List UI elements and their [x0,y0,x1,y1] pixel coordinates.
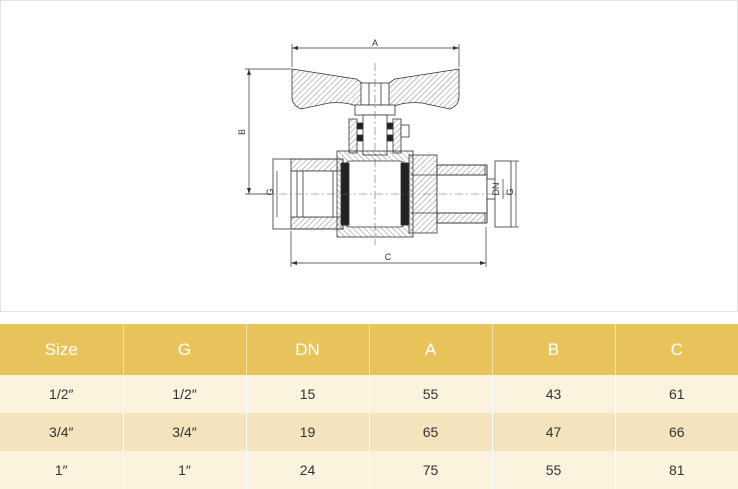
header-size: Size [0,324,124,375]
cell-c: 66 [615,413,738,451]
cell-size: 3/4″ [0,413,124,451]
cell-a: 55 [369,375,493,413]
cell-c: 61 [615,375,738,413]
cell-b: 55 [492,451,616,489]
cell-size: 1″ [0,451,124,489]
dim-label-a: A [372,38,378,48]
dim-label-dn: DN [491,183,501,196]
cell-size: 1/2″ [0,375,124,413]
cell-dn: 24 [246,451,370,489]
cell-c: 81 [615,451,738,489]
specifications-table: Size G DN A B C 1/2″ 1/2″ 15 55 43 61 3/… [0,324,738,489]
dim-label-c: C [385,252,392,262]
header-b: B [492,324,616,375]
header-a: A [369,324,493,375]
header-c: C [615,324,738,375]
dim-label-g-left: G [265,188,275,195]
table-row: 1″ 1″ 24 75 55 81 [0,451,738,489]
cell-b: 47 [492,413,616,451]
handle-left-wing [291,68,370,110]
handle-right-wing [381,68,460,110]
technical-drawing-panel: A B C G DN G [0,0,738,312]
table-row: 1/2″ 1/2″ 15 55 43 61 [0,375,738,413]
table-row: 3/4″ 3/4″ 19 65 47 66 [0,413,738,451]
cell-dn: 15 [246,375,370,413]
header-dn: DN [246,324,370,375]
header-g: G [123,324,247,375]
cell-g: 1/2″ [123,375,247,413]
ball-valve-drawing: A B C G DN G [237,38,519,267]
cell-dn: 19 [246,413,370,451]
cell-b: 43 [492,375,616,413]
cell-a: 75 [369,451,493,489]
table-header-row: Size G DN A B C [0,324,738,375]
cell-g: 3/4″ [123,413,247,451]
cell-a: 65 [369,413,493,451]
dim-label-b: B [237,129,247,135]
cell-g: 1″ [123,451,247,489]
dim-label-g-right: G [505,188,515,195]
